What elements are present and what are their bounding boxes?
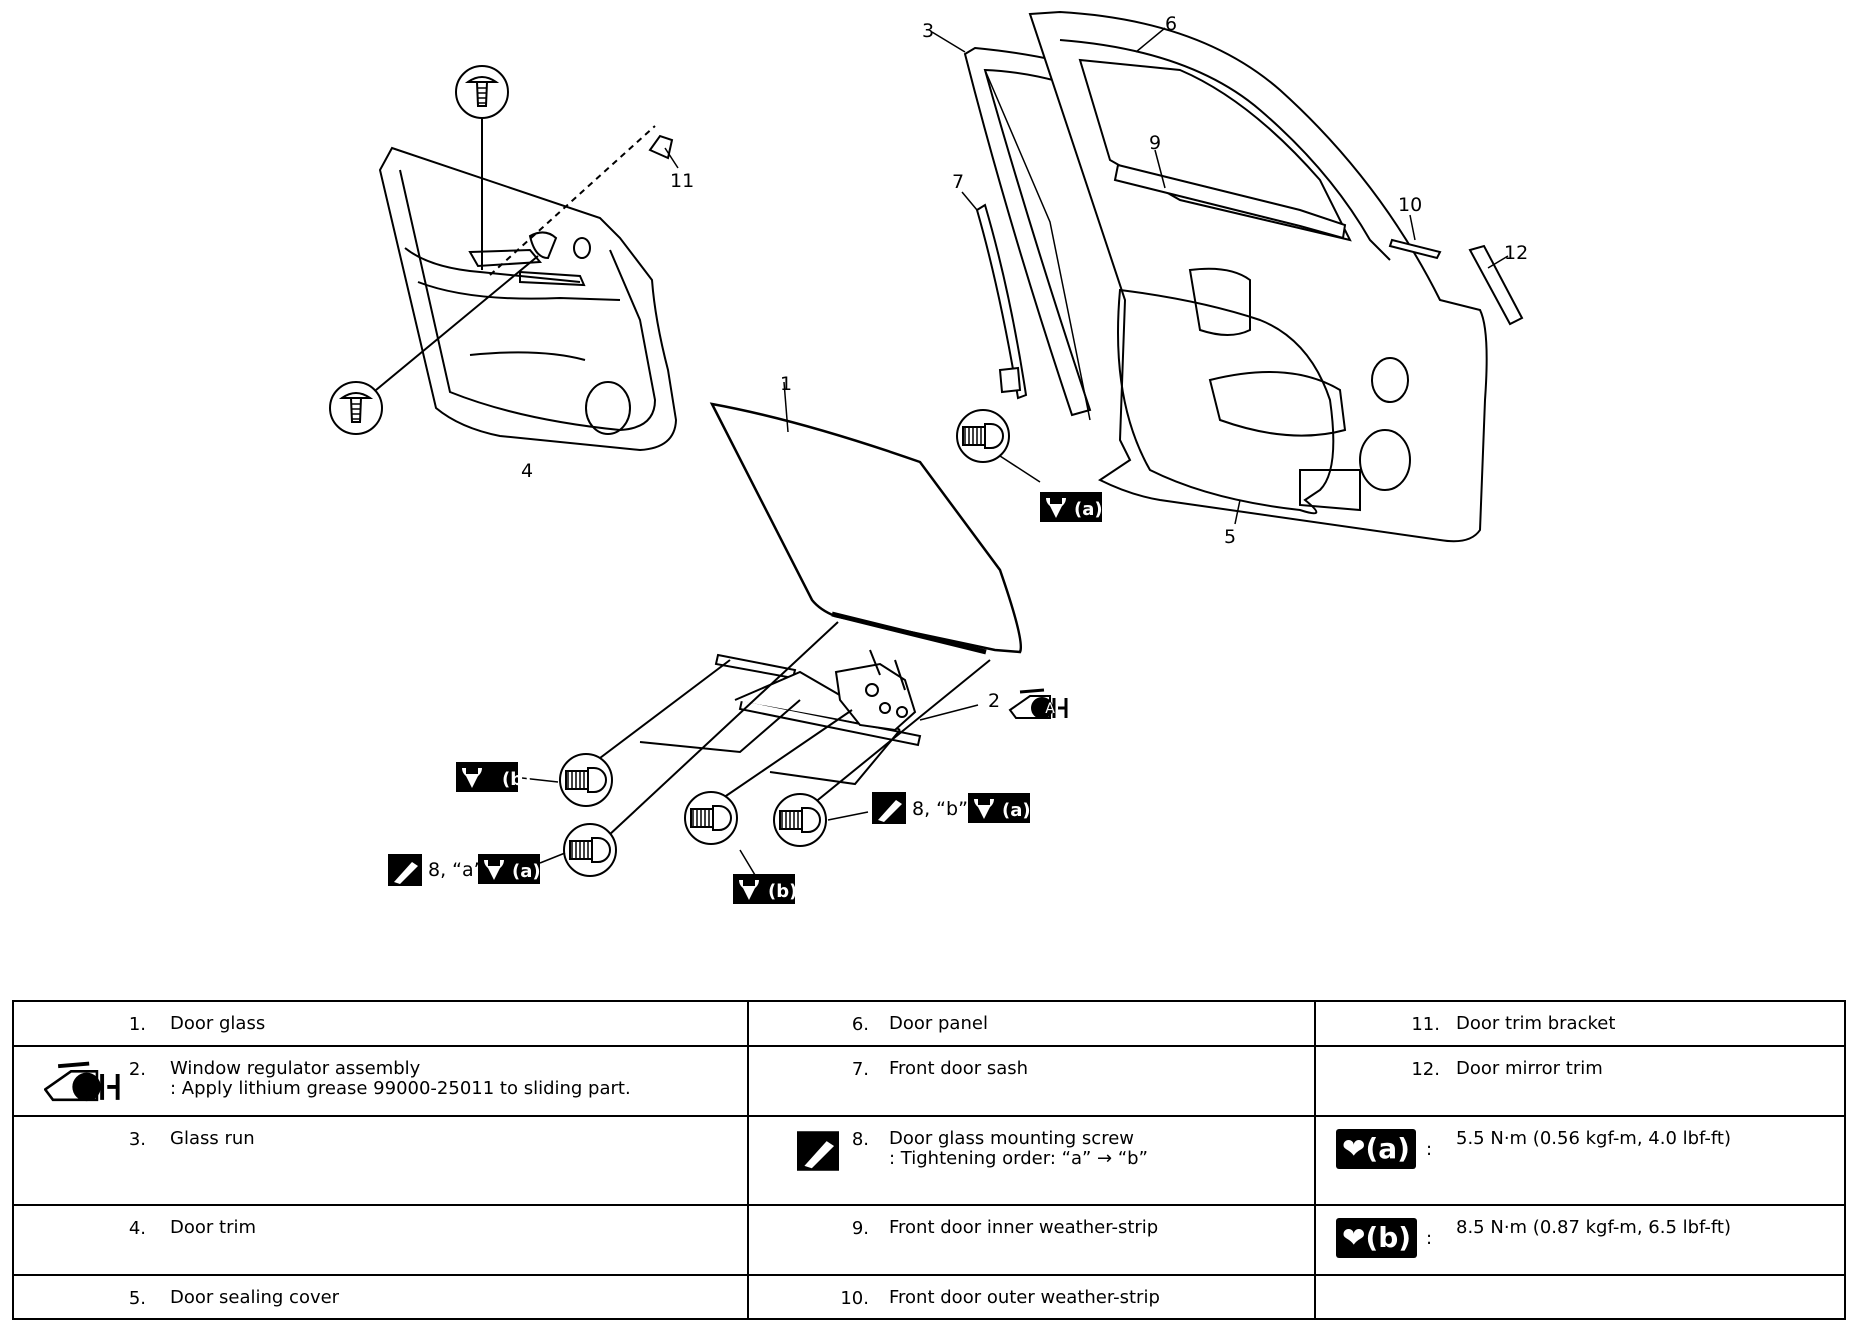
torque-a-icon: ❤(a) [1336, 1129, 1416, 1169]
callout-6: 6 [1165, 13, 1177, 35]
legend-text: Door glass mounting screw : Tightening o… [889, 1128, 1148, 1169]
legend-number: 6. [851, 1014, 869, 1035]
door-panel-drawing [1028, 10, 1488, 543]
torque-a-mark-sash: (a) [1074, 499, 1103, 520]
legend-text: Door glass [170, 1013, 266, 1034]
legend-row: 1. Door glass 6. Door panel 11. Door trim b… [12, 1000, 1846, 1047]
legend-row: 5. Door sealing cover 10. Front door outer… [12, 1274, 1846, 1320]
callout-9: 9 [1149, 132, 1161, 154]
callout-5: 5 [1224, 526, 1236, 548]
legend-row: 3. Glass run 8. Door glass mounting screw … [12, 1115, 1846, 1206]
legend-text: Front door sash [889, 1058, 1029, 1079]
grease-icon [1008, 688, 1068, 721]
colon: : [1426, 1228, 1433, 1249]
torque-a-value: 5.5 N·m (0.56 kgf-m, 4.0 lbf-ft) [1456, 1128, 1732, 1149]
legend-number: 8. [851, 1129, 869, 1150]
glass-channel [831, 611, 987, 655]
screw-icon-a-right [773, 793, 827, 847]
legend-text: Door panel [889, 1013, 988, 1034]
door-sealing-cover-drawing [1117, 288, 1335, 515]
door-trim-drawing [378, 146, 678, 452]
callout-3: 3 [922, 20, 934, 42]
torque-b-icon: ❤(b) [1336, 1218, 1418, 1258]
torque-a-mark: (a) [512, 861, 541, 882]
clip-icon-bottom [329, 381, 383, 435]
screw-driver-icon-a [388, 854, 422, 886]
legend-text: Window regulator assembly : Apply lithiu… [170, 1058, 631, 1099]
front-door-sash-drawing [975, 203, 1028, 400]
torque-b-mark: (b) [502, 769, 531, 790]
door-mirror-trim-drawing [1468, 244, 1524, 326]
exploded-parts-diagram: A (b) (a) 8, “a” (b) 8, “b” (a) [329, 10, 1528, 904]
callout-4: 4 [521, 460, 533, 482]
outer-weather-strip-drawing [1388, 238, 1442, 260]
clip-icon-top [455, 65, 509, 119]
legend-number: 1. [128, 1014, 146, 1035]
callout-8a: 8, “a” [428, 859, 484, 881]
legend-text: Door mirror trim [1456, 1058, 1603, 1079]
legend-number: 9. [851, 1218, 869, 1239]
leader-line-dashed [489, 125, 656, 276]
callout-12: 12 [1504, 242, 1528, 264]
legend-number: 11. [1411, 1014, 1440, 1035]
parts-legend-table: 1. Door glass 6. Door panel 11. Door trim b… [12, 1000, 1846, 1320]
colon: : [1426, 1139, 1433, 1160]
screw-driver-icon-b [872, 792, 906, 824]
torque-b-value: 8.5 N·m (0.87 kgf-m, 6.5 lbf-ft) [1456, 1217, 1732, 1238]
window-regulator-drawing [714, 649, 922, 747]
screw-icon-b-center [684, 791, 738, 845]
inner-weather-strip-drawing [1113, 163, 1347, 240]
legend-text: Front door outer weather-strip [889, 1287, 1160, 1308]
callout-2: 2 [988, 690, 1000, 712]
legend-row: 4. Door trim 9. Front door inner weather-s… [12, 1204, 1846, 1276]
screw-leader-lines [599, 621, 991, 837]
callout-10: 10 [1398, 194, 1422, 216]
callout-11: 11 [670, 170, 694, 192]
legend-number: 7. [851, 1059, 869, 1080]
legend-text: Door sealing cover [170, 1287, 340, 1308]
legend-text: Door trim [170, 1217, 257, 1238]
legend-number: 4. [128, 1218, 146, 1239]
legend-number: 10. [840, 1288, 869, 1309]
torque-b-mark-bottom: (b) [768, 881, 797, 902]
callout-1: 1 [780, 373, 792, 395]
legend-number: 5. [128, 1288, 146, 1309]
screw-icon-b-left [559, 753, 613, 807]
legend-text: Door trim bracket [1456, 1013, 1616, 1034]
legend-number: 3. [128, 1129, 146, 1150]
legend-text: Glass run [170, 1128, 255, 1149]
legend-text: Front door inner weather-strip [889, 1217, 1159, 1238]
grease-icon-letter: A [1045, 701, 1055, 717]
legend-number: 2. [128, 1059, 146, 1080]
callout-8b: 8, “b” [912, 798, 968, 820]
door-glass-drawing [709, 402, 1023, 654]
leader-line [375, 255, 539, 391]
legend-row: 2. Window regulator assembly : Apply lith… [12, 1045, 1846, 1117]
callout-7: 7 [952, 171, 964, 193]
legend-number: 12. [1411, 1059, 1440, 1080]
torque-a-mark-right: (a) [1002, 800, 1031, 821]
screw-icon-sash [956, 409, 1010, 463]
screw-icon-a-left [563, 823, 617, 877]
door-trim-bracket-drawing [648, 134, 674, 160]
